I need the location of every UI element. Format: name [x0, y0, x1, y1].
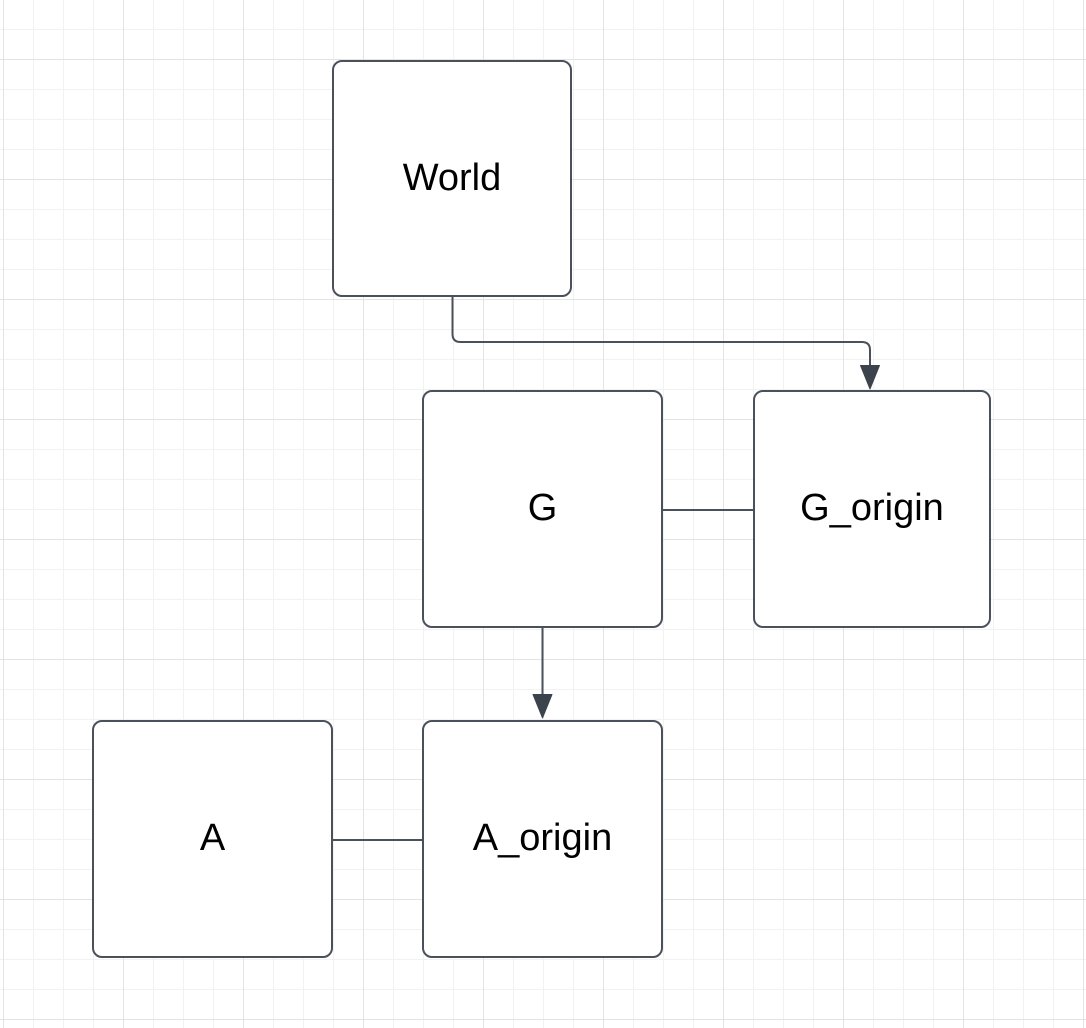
- arrowhead-icon: [532, 694, 553, 719]
- node-g-origin-label: G_origin: [800, 487, 944, 530]
- node-a[interactable]: A: [92, 720, 333, 958]
- edge-g-to-a-origin[interactable]: [532, 628, 553, 719]
- node-g-origin[interactable]: G_origin: [753, 390, 991, 628]
- arrowhead-icon: [860, 365, 880, 390]
- node-g[interactable]: G: [422, 390, 663, 628]
- node-world-label: World: [402, 156, 502, 199]
- node-a-label: A: [199, 817, 226, 860]
- node-a-origin-label: A_origin: [472, 817, 613, 860]
- node-a-origin[interactable]: A_origin: [422, 720, 663, 958]
- edge-world-to-g-origin[interactable]: [451, 297, 880, 390]
- node-g-label: G: [527, 487, 558, 530]
- node-world[interactable]: World: [332, 60, 572, 297]
